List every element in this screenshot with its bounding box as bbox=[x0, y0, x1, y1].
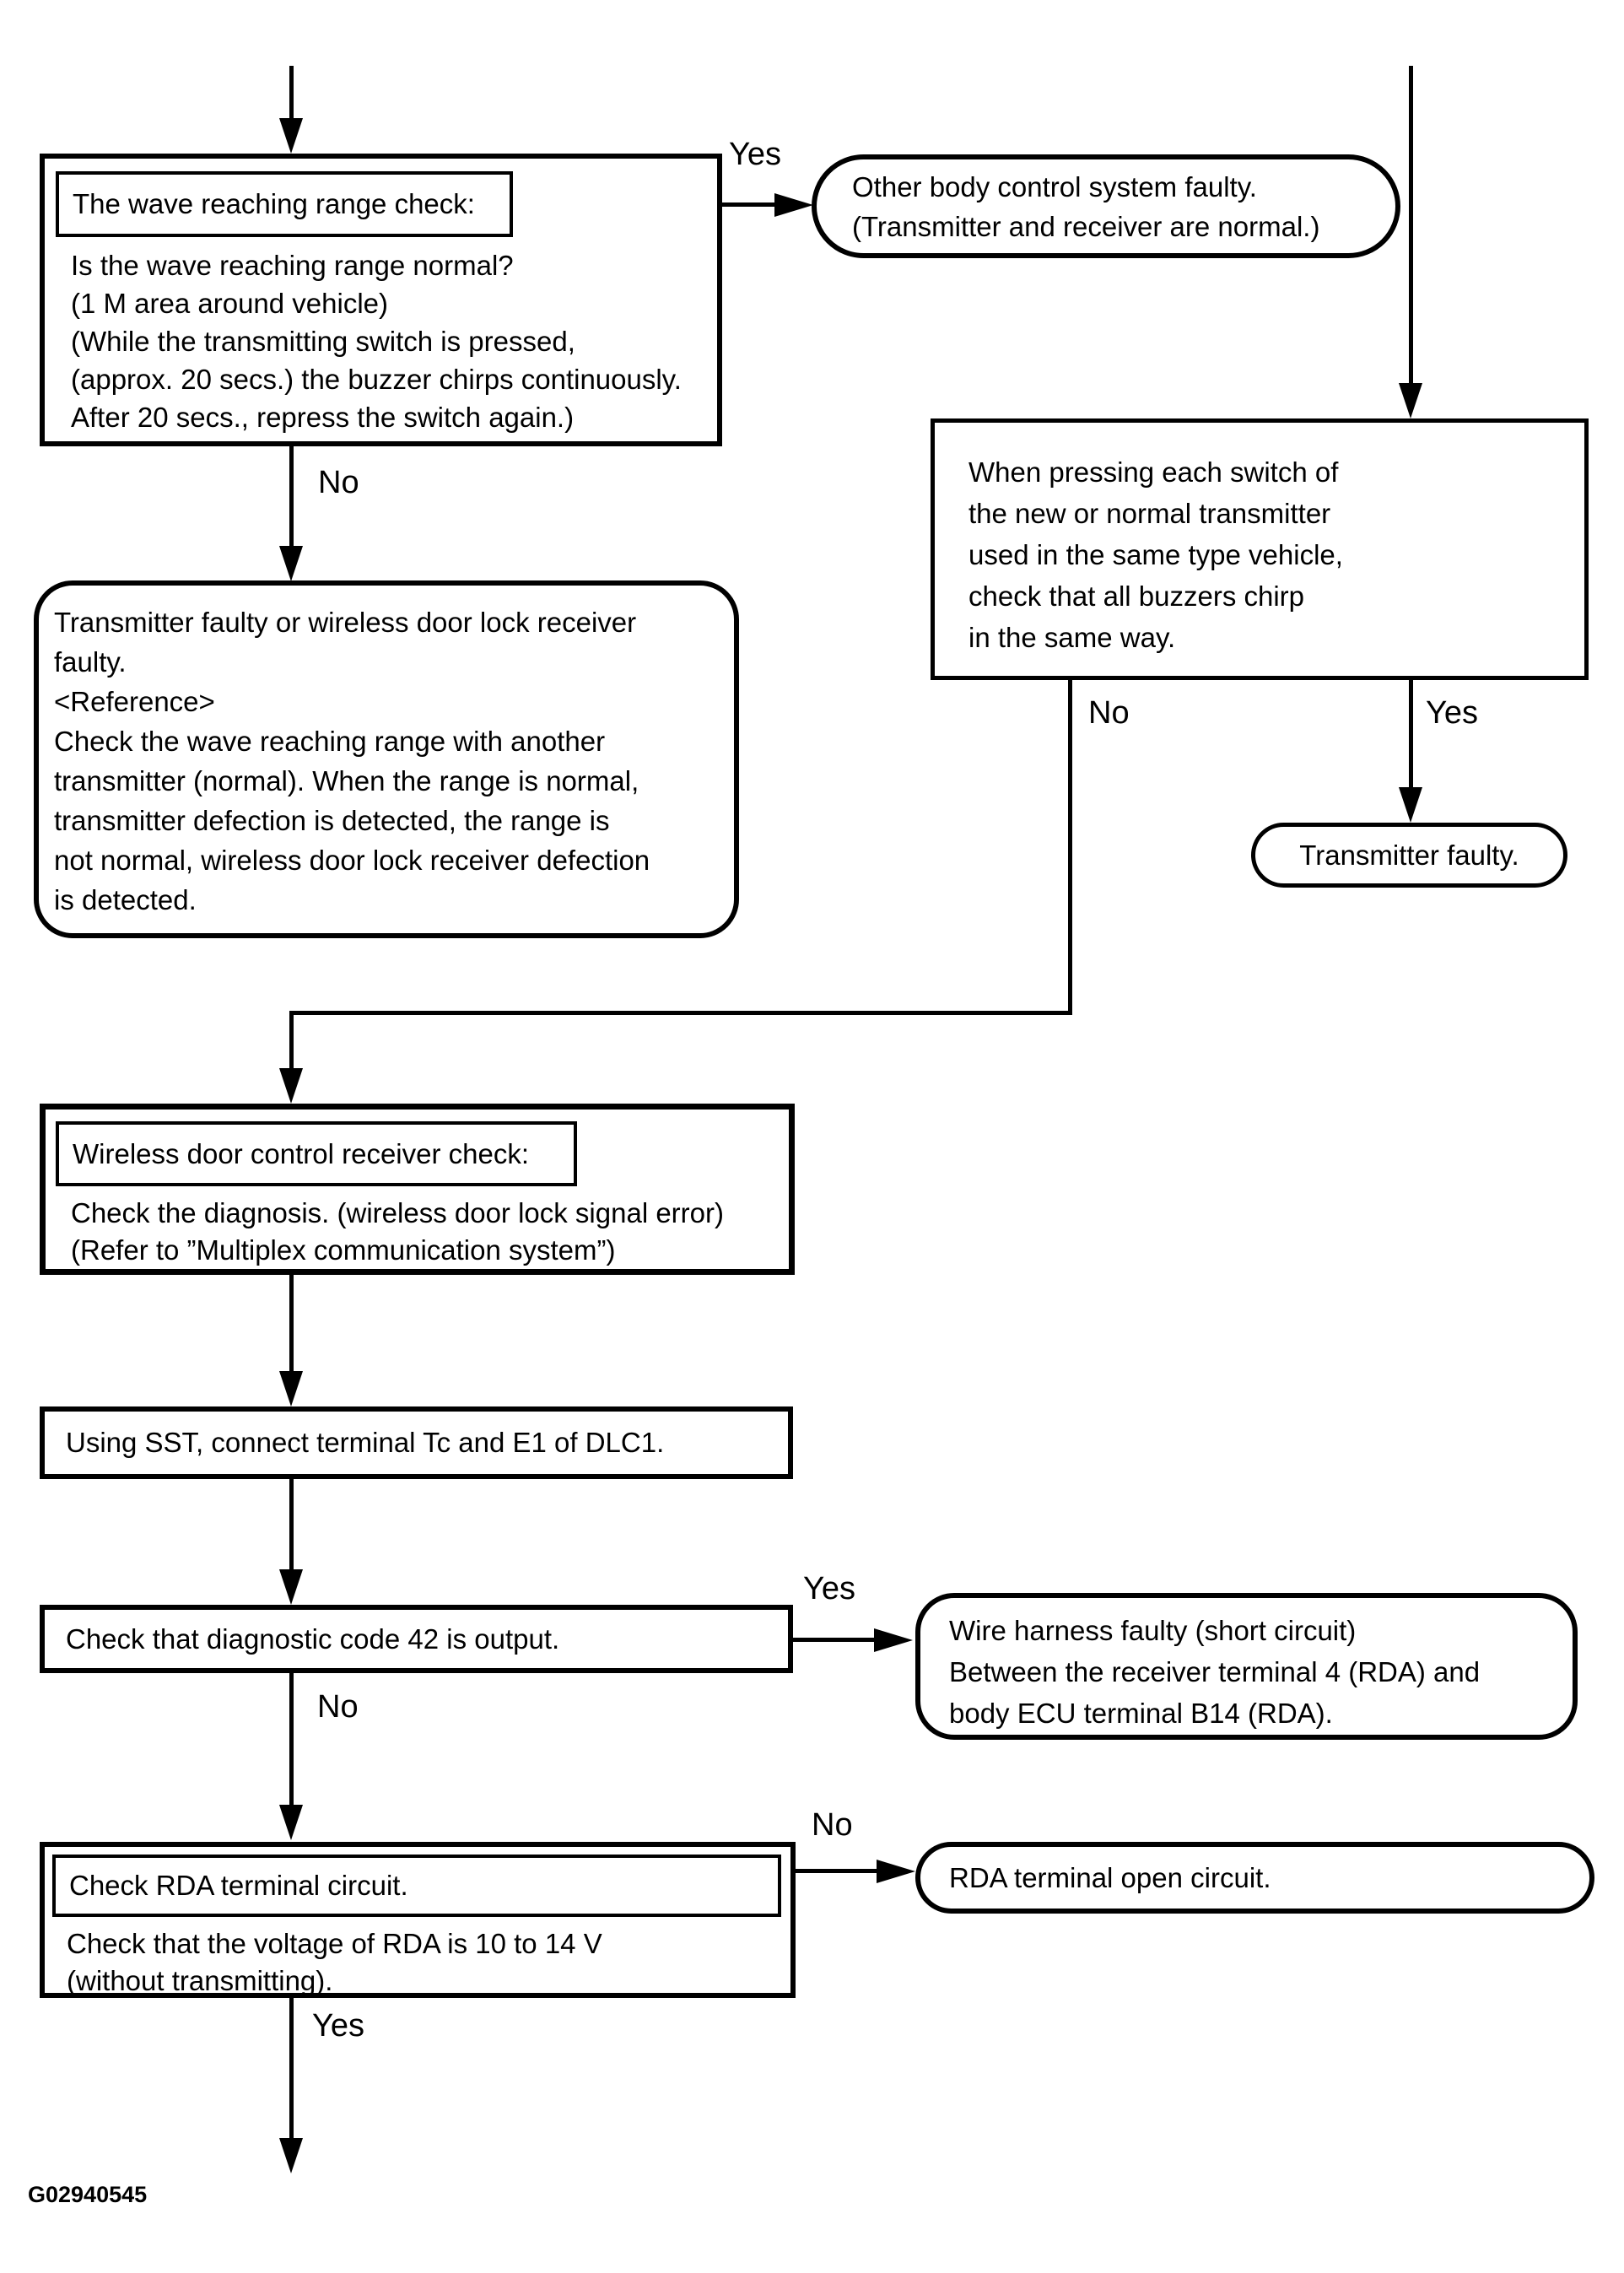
node-wave-range-check: The wave reaching range check: Is the wa… bbox=[40, 154, 722, 446]
arrow-right-icon bbox=[774, 193, 813, 217]
branch-label-yes: Yes bbox=[1426, 695, 1478, 731]
code42-check-text: Check that diagnostic code 42 is output. bbox=[66, 1622, 560, 1655]
arrow-right-icon bbox=[874, 1628, 913, 1652]
branch-label-no: No bbox=[812, 1807, 853, 1843]
connector-code42-yes bbox=[793, 1638, 874, 1642]
connector-buzzer-no-v bbox=[1068, 680, 1072, 1012]
text-line: the new or normal transmitter bbox=[968, 498, 1331, 529]
connector-wave-yes bbox=[722, 202, 774, 207]
connector-buzzer-no-v2 bbox=[289, 1011, 294, 1068]
node-code42-check: Check that diagnostic code 42 is output. bbox=[40, 1605, 793, 1673]
receiver-check-body: Check the diagnosis. (wireless door lock… bbox=[71, 1195, 724, 1269]
rda-terminal-check-body: Check that the voltage of RDA is 10 to 1… bbox=[67, 1925, 602, 2000]
connector-buzzer-yes bbox=[1409, 680, 1413, 787]
text-line: (1 M area around vehicle) bbox=[71, 288, 389, 319]
text-line: body ECU terminal B14 (RDA). bbox=[949, 1698, 1333, 1729]
other-body-faulty-text: Other body control system faulty. (Trans… bbox=[852, 167, 1319, 246]
text-line: check that all buzzers chirp bbox=[968, 580, 1305, 612]
arrow-down-icon bbox=[279, 2138, 303, 2173]
figure-code: G02940545 bbox=[28, 2182, 148, 2207]
text-line: transmitter defection is detected, the r… bbox=[54, 805, 610, 836]
node-rda-open-circuit: RDA terminal open circuit. bbox=[915, 1842, 1594, 1914]
node-other-body-faulty: Other body control system faulty. (Trans… bbox=[812, 154, 1400, 258]
text-line: Is the wave reaching range normal? bbox=[71, 250, 514, 281]
wave-range-check-body: Is the wave reaching range normal? (1 M … bbox=[71, 246, 682, 436]
node-receiver-check: Wireless door control receiver check: Ch… bbox=[40, 1104, 795, 1275]
text-line: Transmitter faulty or wireless door lock… bbox=[54, 607, 637, 638]
node-transmitter-or-receiver-faulty: Transmitter faulty or wireless door lock… bbox=[34, 580, 739, 938]
text-line: Check the diagnosis. (wireless door lock… bbox=[71, 1197, 724, 1228]
transmitter-faulty-text: Transmitter faulty. bbox=[1299, 839, 1519, 871]
branch-label-yes: Yes bbox=[729, 137, 781, 172]
rda-terminal-check-title-box: Check RDA terminal circuit. bbox=[52, 1855, 781, 1917]
branch-label-no: No bbox=[317, 1689, 359, 1725]
receiver-check-title-box: Wireless door control receiver check: bbox=[56, 1121, 577, 1186]
connector-rda-yes bbox=[289, 1998, 294, 2138]
node-wire-harness-faulty: Wire harness faulty (short circuit) Betw… bbox=[915, 1593, 1578, 1740]
arrow-down-icon bbox=[279, 1569, 303, 1605]
text-line: Between the receiver terminal 4 (RDA) an… bbox=[949, 1656, 1481, 1687]
branch-label-yes: Yes bbox=[803, 1571, 855, 1606]
arrow-down-icon bbox=[279, 1371, 303, 1406]
node-transmitter-faulty: Transmitter faulty. bbox=[1251, 823, 1567, 888]
receiver-check-title: Wireless door control receiver check: bbox=[73, 1137, 530, 1169]
text-line: Other body control system faulty. bbox=[852, 171, 1257, 202]
text-line: not normal, wireless door lock receiver … bbox=[54, 845, 650, 876]
branch-label-no: No bbox=[1088, 695, 1130, 731]
connector-buzzer-no-h bbox=[291, 1011, 1072, 1015]
text-line: transmitter (normal). When the range is … bbox=[54, 765, 639, 796]
sst-connect-text: Using SST, connect terminal Tc and E1 of… bbox=[66, 1427, 665, 1458]
branch-label-no: No bbox=[318, 465, 359, 500]
text-line: Check the wave reaching range with anoth… bbox=[54, 726, 606, 757]
arrow-down-icon bbox=[279, 546, 303, 581]
transmitter-or-receiver-faulty-text: Transmitter faulty or wireless door lock… bbox=[54, 602, 650, 920]
text-line: After 20 secs., repress the switch again… bbox=[71, 402, 575, 433]
node-same-type-buzzer-check: When pressing each switch of the new or … bbox=[931, 418, 1589, 680]
text-line: When pressing each switch of bbox=[968, 456, 1339, 488]
text-line: (While the transmitting switch is presse… bbox=[71, 326, 575, 357]
connector-rda-no bbox=[796, 1869, 877, 1873]
entry-line-right bbox=[1409, 66, 1413, 383]
text-line: Check that the voltage of RDA is 10 to 1… bbox=[67, 1928, 602, 1959]
text-line: (Refer to ”Multiplex communication syste… bbox=[71, 1234, 616, 1266]
text-line: (approx. 20 secs.) the buzzer chirps con… bbox=[71, 364, 682, 395]
wave-range-check-title-box: The wave reaching range check: bbox=[56, 171, 513, 237]
branch-label-yes: Yes bbox=[312, 2008, 364, 2044]
entry-line-left bbox=[289, 66, 294, 120]
text-line: Wire harness faulty (short circuit) bbox=[949, 1615, 1357, 1646]
text-line: (Transmitter and receiver are normal.) bbox=[852, 211, 1320, 242]
arrow-down-icon bbox=[279, 118, 303, 154]
same-type-buzzer-check-text: When pressing each switch of the new or … bbox=[968, 451, 1343, 658]
arrow-down-icon bbox=[1399, 787, 1422, 823]
arrow-down-icon bbox=[279, 1805, 303, 1840]
text-line: in the same way. bbox=[968, 622, 1176, 653]
connector-wave-no bbox=[289, 446, 294, 546]
rda-open-circuit-text: RDA terminal open circuit. bbox=[949, 1861, 1271, 1893]
wave-range-check-title: The wave reaching range check: bbox=[73, 188, 475, 219]
text-line: (without transmitting). bbox=[67, 1965, 333, 1996]
text-line: <Reference> bbox=[54, 686, 215, 717]
text-line: used in the same type vehicle, bbox=[968, 539, 1343, 570]
arrow-down-icon bbox=[279, 1068, 303, 1104]
connector-code42-no bbox=[289, 1673, 294, 1805]
node-sst-connect: Using SST, connect terminal Tc and E1 of… bbox=[40, 1406, 793, 1479]
rda-terminal-check-title: Check RDA terminal circuit. bbox=[69, 1870, 408, 1901]
wire-harness-faulty-text: Wire harness faulty (short circuit) Betw… bbox=[949, 1610, 1480, 1734]
node-rda-terminal-check: Check RDA terminal circuit. Check that t… bbox=[40, 1842, 796, 1998]
arrow-down-icon bbox=[1399, 383, 1422, 418]
connector-d-e bbox=[289, 1479, 294, 1569]
arrow-right-icon bbox=[877, 1860, 915, 1883]
text-line: is detected. bbox=[54, 884, 197, 915]
connector-c-d bbox=[289, 1275, 294, 1371]
text-line: faulty. bbox=[54, 646, 127, 678]
